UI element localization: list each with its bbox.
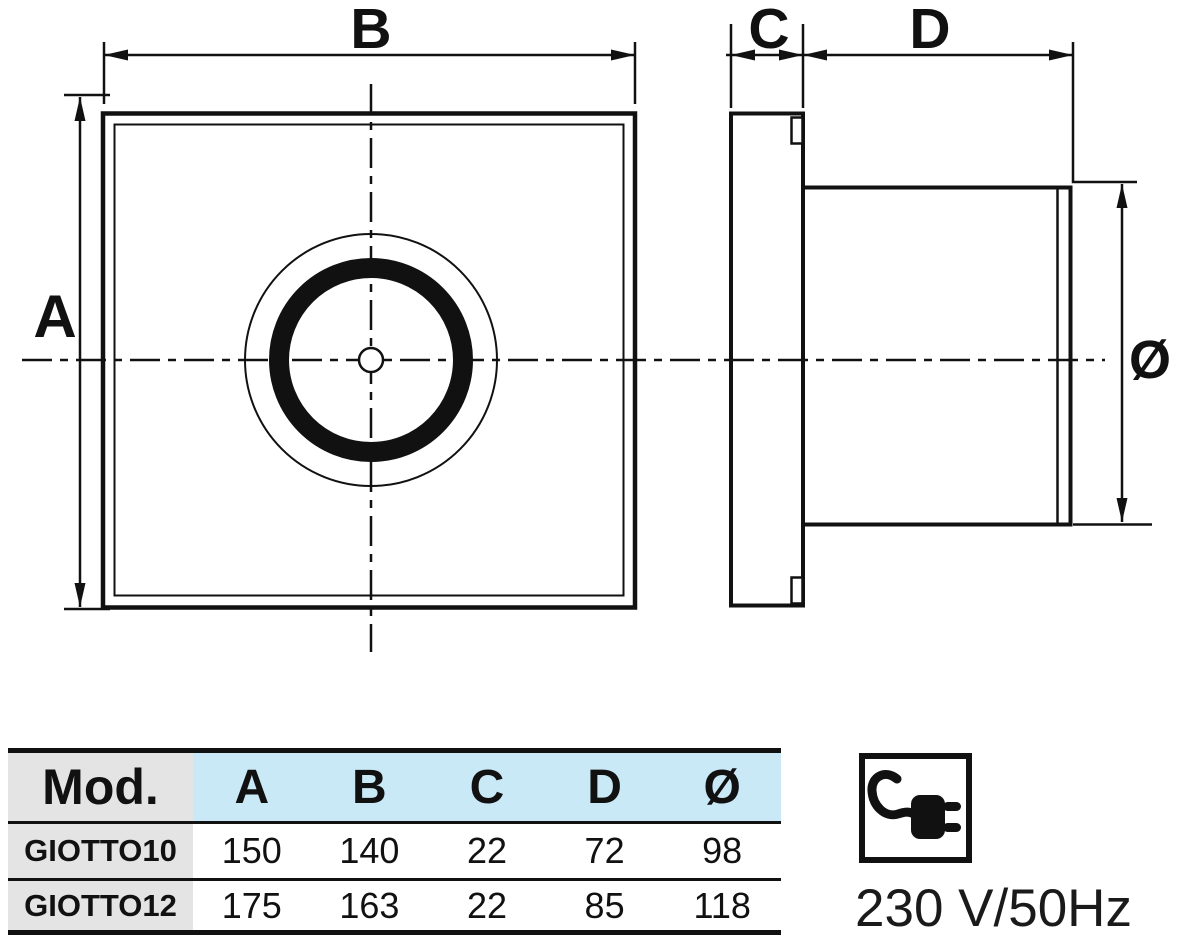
value-diameter: 118 [693, 884, 751, 926]
side-view [729, 111, 1073, 608]
table-header-mod: Mod. [8, 750, 193, 823]
value-a: 150 [221, 830, 282, 871]
dimension-c-d: C D [726, 0, 1137, 184]
grille-circles [244, 233, 498, 487]
dim-label-diameter: Ø [1129, 330, 1171, 390]
arrowhead [731, 49, 755, 61]
duct-body [801, 185, 1073, 527]
table-header-d: D [545, 750, 664, 823]
value-b: 140 [339, 830, 400, 871]
plug-prong-top [943, 802, 961, 811]
grille-hub-circle [357, 346, 385, 374]
dimension-b: B [102, 0, 637, 104]
arrowhead [1116, 184, 1128, 208]
arrowhead [1049, 49, 1073, 61]
arrowhead [74, 583, 86, 607]
dim-label-d: D [909, 0, 950, 61]
plate-notch-bottom [790, 576, 804, 605]
table-header-a: A [193, 750, 311, 823]
arrowhead [1116, 498, 1128, 522]
value-c: 22 [466, 884, 507, 926]
power-plug-icon [867, 770, 961, 839]
table-header-diameter: Ø [663, 750, 781, 823]
value-d: 85 [584, 884, 625, 926]
table-header-row: Mod. A B C D Ø [8, 750, 781, 823]
plug-prong-bottom [943, 823, 961, 832]
plug-cable [867, 770, 919, 820]
value-diameter: 98 [702, 830, 743, 871]
value-a: 175 [221, 884, 282, 926]
plate-notch-top [790, 116, 804, 145]
value-b: 163 [339, 884, 400, 926]
table-row: GIOTTO12 175 163 22 85 118 [8, 879, 781, 933]
model-name: GIOTTO10 [8, 822, 193, 880]
value-c: 22 [466, 830, 507, 871]
table-header-c: C [428, 750, 546, 823]
grille-outer-circle [244, 233, 498, 487]
table-row: GIOTTO10 150 140 22 72 98 [8, 822, 781, 880]
arrowhead [779, 49, 803, 61]
table-header-b: B [310, 750, 429, 823]
dimensions-table: Mod. A B C D Ø GIOTTO10 150 140 22 72 98… [8, 748, 781, 935]
value-d: 72 [584, 830, 625, 871]
arrowhead [611, 49, 635, 61]
grille-ring [269, 258, 473, 462]
arrowhead [104, 49, 128, 61]
dimension-a: A [33, 93, 110, 611]
technical-drawing: B A C D Ø [22, 0, 1171, 652]
dim-label-a: A [33, 283, 76, 350]
power-rating: 230 V/50Hz [855, 879, 1132, 938]
plug-body [911, 795, 945, 839]
extension-line-elbow [1071, 42, 1137, 184]
power-plug-box [859, 753, 972, 863]
arrowhead [803, 49, 827, 61]
model-name: GIOTTO12 [8, 879, 193, 933]
dim-label-c: C [748, 0, 789, 61]
dimension-diameter: Ø [1073, 184, 1171, 526]
dim-label-b: B [350, 0, 391, 61]
arrowhead [74, 97, 86, 121]
